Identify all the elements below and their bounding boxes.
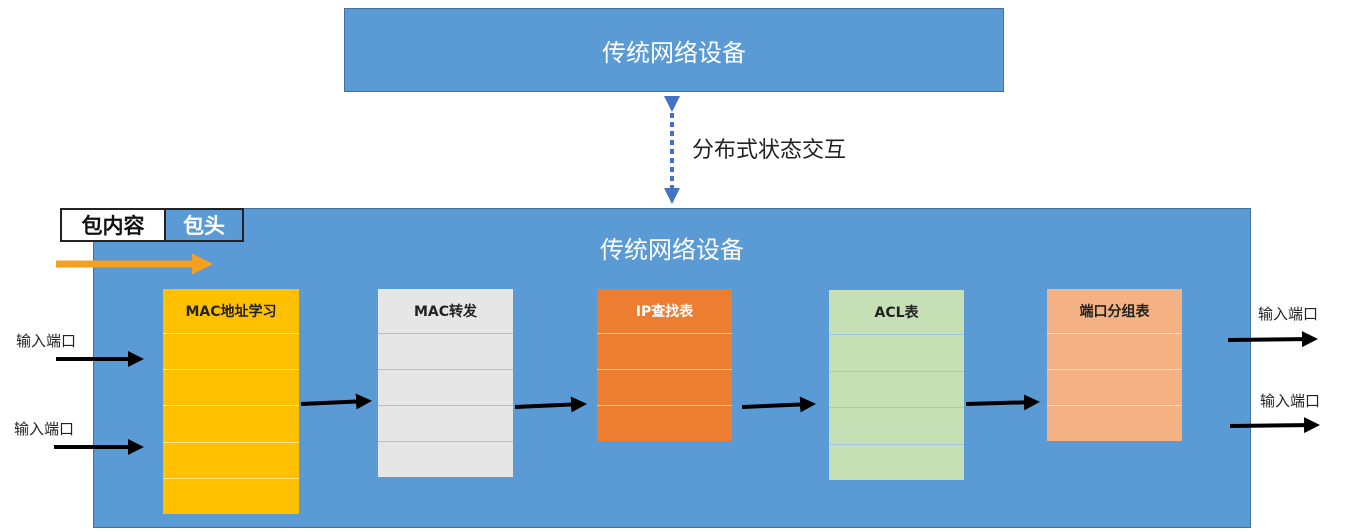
table-header: 端口分组表 bbox=[1079, 304, 1150, 320]
table-row bbox=[163, 333, 299, 369]
table-row bbox=[597, 369, 732, 405]
table-row bbox=[829, 334, 964, 371]
table-port-grouping: 端口分组表 bbox=[1047, 289, 1182, 441]
pipeline-arrow-3 bbox=[741, 396, 816, 413]
table-ip-lookup: IP查找表 bbox=[597, 289, 732, 441]
output-arrow-2 bbox=[1229, 417, 1320, 434]
pipeline-arrow-4 bbox=[965, 394, 1040, 411]
legend-packet-header: 包头 bbox=[164, 208, 244, 242]
table-row bbox=[829, 443, 964, 481]
output-port-label-2: 输入端口 bbox=[1260, 392, 1321, 410]
table-header: MAC地址学习 bbox=[185, 304, 277, 320]
table-row bbox=[378, 333, 513, 369]
table-row bbox=[829, 370, 964, 408]
table-header: MAC转发 bbox=[413, 304, 478, 320]
table-row bbox=[1047, 333, 1182, 369]
table-row bbox=[163, 441, 299, 478]
input-port-label-2: 输入端口 bbox=[14, 420, 75, 438]
table-row bbox=[829, 407, 964, 444]
legend-packet-content-label: 包内容 bbox=[81, 214, 145, 238]
distributed-state-interaction-label: 分布式状态交互 bbox=[692, 138, 847, 163]
top-network-device: 传统网络设备 bbox=[344, 8, 1004, 92]
table-header: IP查找表 bbox=[635, 304, 694, 320]
input-port-label-1: 输入端口 bbox=[16, 332, 77, 350]
table-row bbox=[597, 405, 732, 441]
table-row bbox=[378, 405, 513, 441]
table-row bbox=[378, 369, 513, 405]
output-arrow-1 bbox=[1227, 331, 1318, 348]
legend-packet-header-label: 包头 bbox=[183, 214, 225, 238]
table-row bbox=[378, 441, 513, 477]
pipeline-arrow-2 bbox=[514, 396, 587, 413]
table-row bbox=[163, 405, 299, 441]
table-mac-forwarding: MAC转发 bbox=[378, 289, 513, 477]
table-row bbox=[1047, 369, 1182, 405]
output-port-label-1: 输入端口 bbox=[1258, 305, 1319, 323]
table-row bbox=[597, 333, 732, 369]
table-row bbox=[1047, 405, 1182, 441]
legend-packet-content: 包内容 bbox=[60, 208, 166, 242]
table-row bbox=[163, 477, 299, 514]
table-mac-learning: MAC地址学习 bbox=[163, 289, 299, 514]
table-acl: ACL表 bbox=[829, 290, 964, 480]
pipeline-arrow-1 bbox=[300, 393, 372, 410]
top-device-title: 传统网络设备 bbox=[602, 38, 746, 67]
table-row bbox=[163, 369, 299, 405]
table-header: ACL表 bbox=[874, 305, 919, 321]
main-device-title: 传统网络设备 bbox=[600, 236, 744, 264]
